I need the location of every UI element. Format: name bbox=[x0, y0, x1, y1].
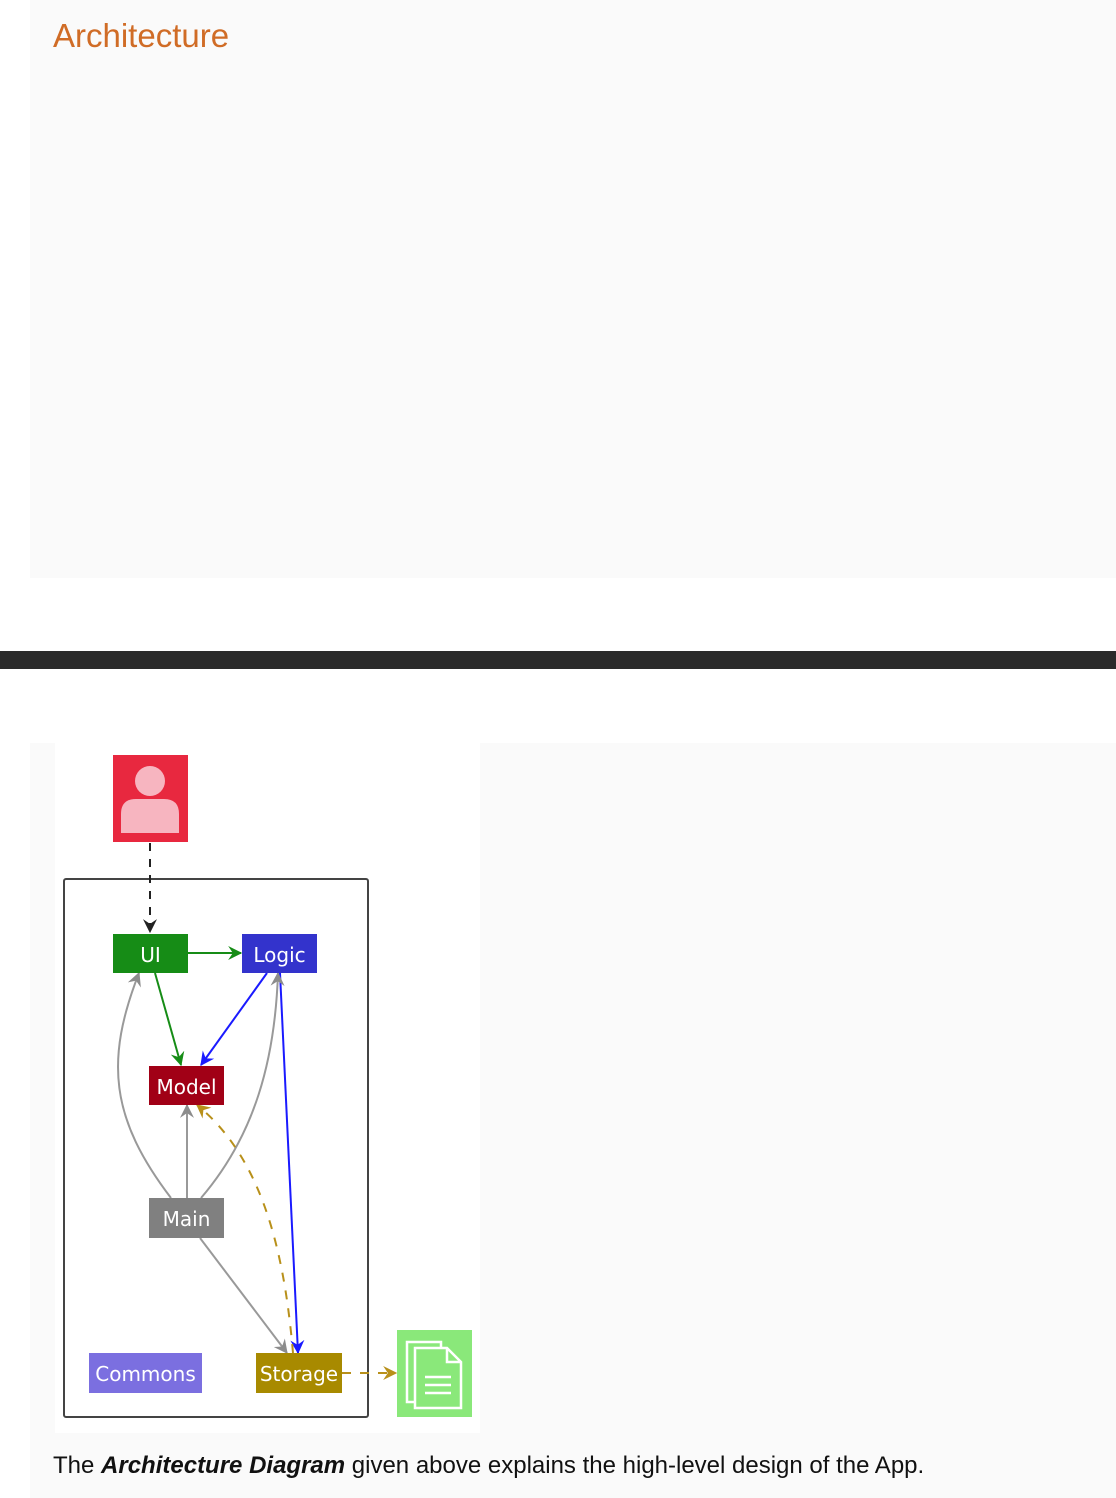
caption-emphasis: Architecture Diagram bbox=[101, 1452, 346, 1479]
page-title: Architecture bbox=[53, 17, 230, 54]
logic-node-label: Logic bbox=[253, 943, 305, 967]
document-file-icon bbox=[397, 1330, 472, 1417]
commons-node: Commons bbox=[89, 1353, 202, 1393]
edge-logic-to-model bbox=[200, 972, 268, 1066]
model-node: Model bbox=[149, 1066, 224, 1105]
edge-main-to-ui bbox=[117, 971, 172, 1199]
caption-prefix: The bbox=[53, 1452, 102, 1479]
edge-main-to-storage bbox=[199, 1237, 288, 1354]
ui-node: UI bbox=[113, 934, 188, 973]
storage-node: Storage bbox=[256, 1353, 342, 1393]
user-icon bbox=[113, 755, 188, 842]
storage-node-label: Storage bbox=[260, 1362, 338, 1386]
edge-storage-to-model bbox=[196, 1104, 294, 1354]
diagram-panel bbox=[55, 743, 480, 1433]
top-section-background bbox=[30, 0, 1116, 578]
edge-main-to-logic bbox=[200, 971, 285, 1199]
main-node-label: Main bbox=[163, 1207, 211, 1231]
diagram-caption: The Architecture Diagram given above exp… bbox=[53, 1450, 924, 1482]
section-divider bbox=[0, 651, 1116, 669]
ui-node-label: UI bbox=[140, 943, 161, 967]
commons-node-label: Commons bbox=[95, 1362, 196, 1386]
logic-node: Logic bbox=[242, 934, 317, 973]
app-boundary-box bbox=[63, 878, 369, 1418]
edge-ui-to-model bbox=[154, 972, 185, 1067]
model-node-label: Model bbox=[156, 1075, 216, 1099]
caption-suffix: given above explains the high-level desi… bbox=[345, 1452, 925, 1479]
edge-logic-to-storage bbox=[279, 972, 305, 1355]
main-node: Main bbox=[149, 1198, 224, 1238]
